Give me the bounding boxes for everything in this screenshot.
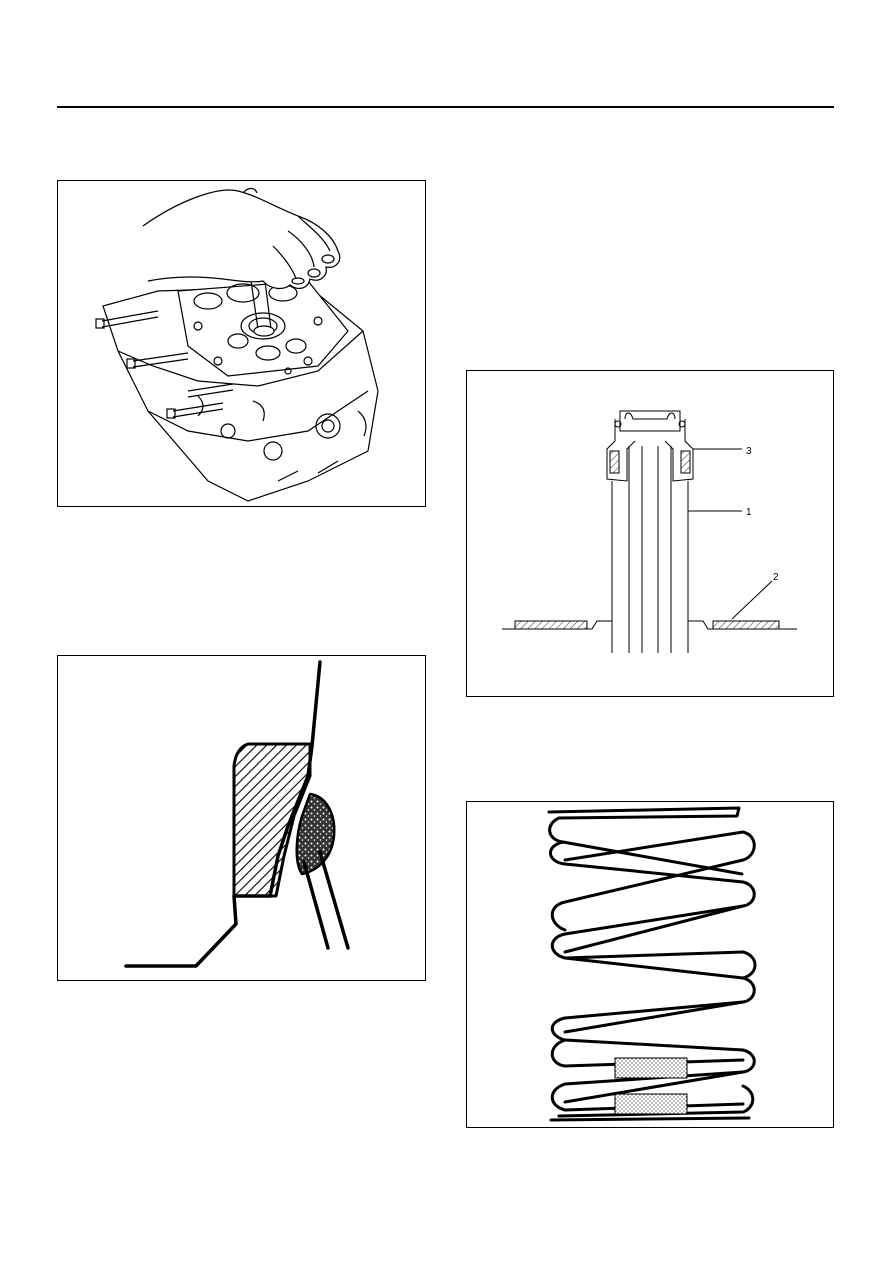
figure-valve-installation — [57, 180, 426, 507]
callout-1: 1 — [746, 507, 752, 518]
callout-3: 3 — [746, 446, 752, 457]
figure-seal-cross-section — [57, 655, 426, 981]
figure-valve-spring — [466, 801, 834, 1128]
figure-valve-guide-diagram: 3 1 2 — [466, 370, 834, 697]
valve-spring-illustration — [547, 806, 757, 1122]
header-rule — [57, 106, 834, 108]
valve-guide-illustration: 3 1 2 — [502, 410, 797, 653]
spring-shaded-area-lower — [614, 1093, 688, 1115]
callout-2: 2 — [773, 572, 779, 583]
valve-installation-illustration — [95, 187, 379, 502]
spring-shaded-area-upper — [614, 1057, 688, 1079]
seal-cross-section-illustration — [124, 660, 350, 968]
